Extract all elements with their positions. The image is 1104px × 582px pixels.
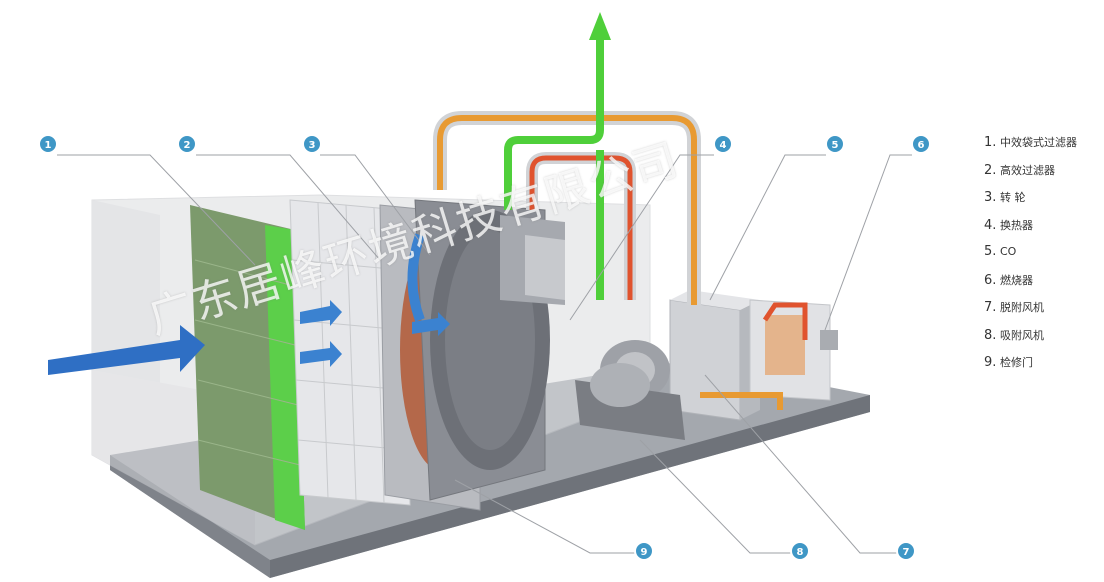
legend-label: CO (1000, 245, 1017, 258)
legend-label: 高效过滤器 (1000, 163, 1055, 177)
component-legend: 1.中效袋式过滤器 2.高效过滤器 3.转 轮 4.换热器 5.CO 6.燃烧器… (984, 134, 1100, 382)
hot-air-pipe (433, 111, 783, 410)
legend-number: 2. (984, 162, 997, 178)
callout-1: 1 (38, 134, 58, 154)
legend-number: 9. (984, 355, 997, 370)
legend-item: 8.吸附风机 (984, 327, 1100, 355)
legend-label: 转 轮 (1000, 191, 1026, 204)
legend-number: 4. (984, 217, 997, 233)
legend-item: 4.换热器 (984, 217, 1100, 245)
callout-9: 9 (634, 541, 654, 561)
legend-number: 7. (984, 300, 997, 315)
legend-number: 1. (984, 135, 997, 150)
adsorption-fan (575, 363, 685, 440)
legend-label: 燃烧器 (1000, 273, 1033, 287)
callout-number: 8 (797, 547, 804, 558)
legend-label: 换热器 (1000, 218, 1033, 232)
legend-number: 3. (984, 190, 997, 205)
legend-label: 中效袋式过滤器 (1000, 136, 1077, 149)
callout-7: 7 (896, 541, 916, 561)
callout-number: 7 (903, 547, 910, 558)
callout-8: 8 (790, 541, 810, 561)
burner-unit (749, 299, 838, 401)
legend-label: 吸附风机 (1000, 328, 1044, 342)
callout-2: 2 (177, 134, 197, 154)
legend-number: 5. (984, 244, 997, 259)
callout-number: 3 (309, 140, 316, 151)
callout-number: 9 (641, 547, 648, 558)
legend-item: 5.CO (984, 244, 1100, 272)
legend-number: 8. (984, 327, 997, 343)
legend-label: 检修门 (1000, 356, 1033, 369)
callout-6: 6 (911, 134, 931, 154)
callout-3: 3 (302, 134, 322, 154)
co-reactor (669, 290, 760, 421)
callout-number: 6 (918, 140, 925, 151)
legend-item: 2.高效过滤器 (984, 162, 1100, 190)
legend-item: 1.中效袋式过滤器 (984, 134, 1100, 162)
callout-number: 5 (832, 140, 839, 151)
legend-number: 6. (984, 272, 997, 288)
legend-label: 脱附风机 (1000, 301, 1044, 314)
leader-lines (57, 154, 912, 554)
legend-item: 9.检修门 (984, 354, 1100, 382)
callout-5: 5 (825, 134, 845, 154)
inlet-airflow (48, 233, 450, 375)
desorption-pipe (526, 152, 808, 340)
callout-4: 4 (713, 134, 733, 154)
callout-number: 4 (720, 140, 727, 151)
heat-exchanger (500, 215, 565, 305)
legend-item: 3.转 轮 (984, 189, 1100, 217)
callout-number: 1 (45, 140, 52, 151)
legend-item: 6.燃烧器 (984, 272, 1100, 300)
hepa-filter (289, 199, 411, 506)
callout-number: 2 (184, 140, 191, 151)
legend-item: 7.脱附风机 (984, 299, 1100, 327)
bag-filter (190, 205, 305, 530)
